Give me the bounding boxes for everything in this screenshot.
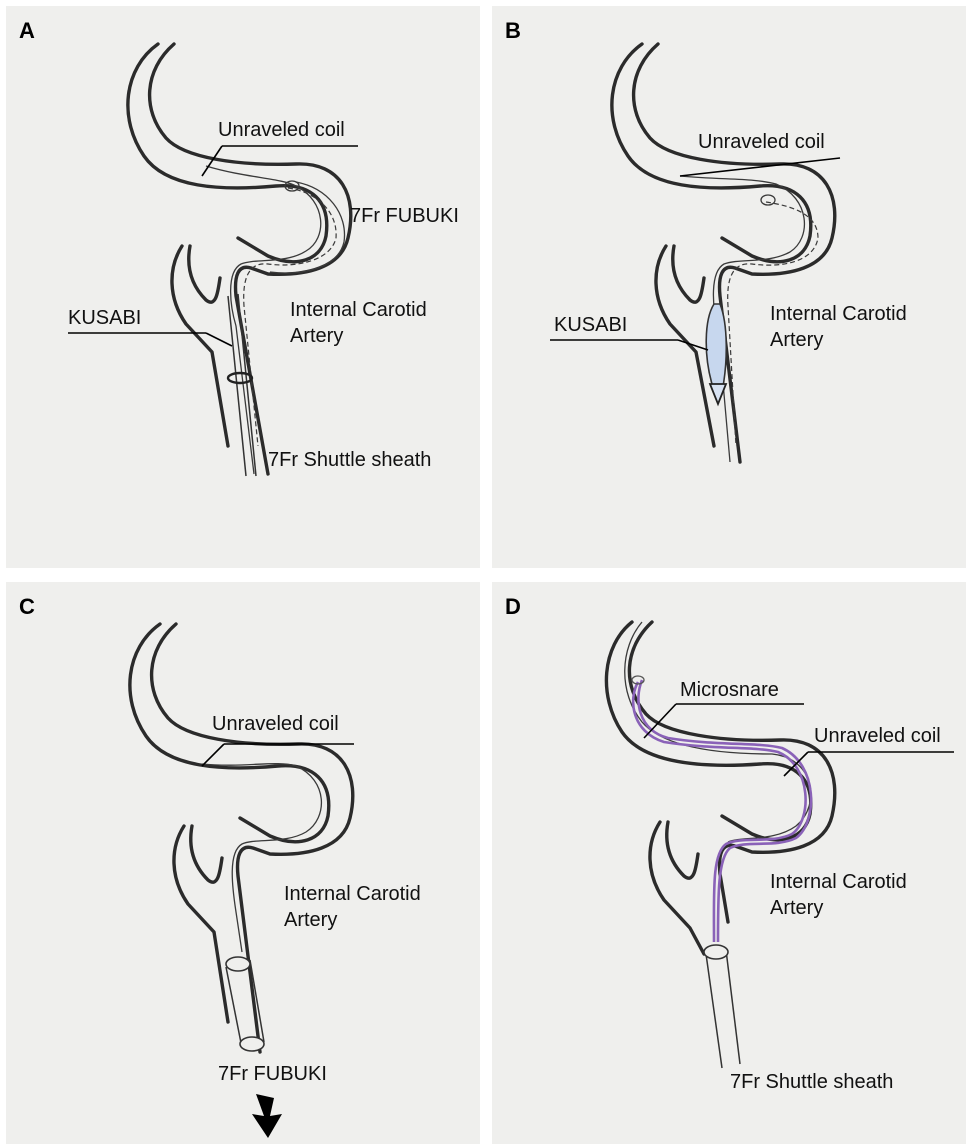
fubuki-distal-rim [240, 1037, 264, 1051]
label-ica-line1: Internal Carotid [284, 882, 421, 907]
vessel-branch-inner [673, 246, 704, 302]
label-microsnare: Microsnare [680, 678, 779, 703]
label-fubuki: 7Fr FUBUKI [350, 204, 459, 229]
panel-letter: C [19, 594, 35, 620]
panel-b: B Unraveled coil KUSABI Internal Carotid… [492, 6, 966, 568]
kusabi-balloon [228, 373, 252, 383]
label-sheath: 7Fr Shuttle sheath [730, 1070, 893, 1095]
panel-b-drawing [492, 6, 966, 568]
panel-a: A Unraveled coil 7Fr FUBUKI KUSABI Inter… [6, 6, 480, 568]
label-ica-line2: Artery [770, 896, 823, 921]
vessel-inner-wall [152, 624, 353, 1052]
fubuki-left-wall [226, 967, 242, 1048]
panel-letter: B [505, 18, 521, 44]
panel-c-drawing [6, 582, 480, 1144]
label-ica-line2: Artery [284, 908, 337, 933]
leader-coil [202, 744, 224, 766]
vessel-branch-wall [650, 822, 704, 954]
vessel-branch-inner [191, 826, 222, 882]
fubuki-tip [761, 195, 775, 205]
label-unraveled-coil: Unraveled coil [814, 724, 941, 749]
sheath-rim [704, 945, 728, 959]
vessel-outer-wall [606, 622, 810, 840]
panel-a-drawing [6, 6, 480, 568]
panel-d-drawing [492, 582, 966, 1144]
kusabi-balloon [706, 304, 726, 392]
leader-kusabi [206, 333, 232, 346]
vessel-branch-wall [656, 246, 714, 446]
vessel-branch-wall [174, 826, 228, 1022]
label-sheath: 7Fr Shuttle sheath [268, 448, 431, 473]
sheath-left-wall [706, 954, 722, 1068]
label-kusabi: KUSABI [68, 306, 141, 331]
label-unraveled-coil: Unraveled coil [698, 130, 825, 155]
panel-letter: A [19, 18, 35, 44]
panel-c: C Unraveled coil Internal Carotid Artery… [6, 582, 480, 1144]
label-unraveled-coil: Unraveled coil [212, 712, 339, 737]
fubuki-proximal-rim [226, 957, 250, 971]
vessel-branch-inner [189, 246, 220, 302]
label-ica-line1: Internal Carotid [770, 870, 907, 895]
panel-letter: D [505, 594, 521, 620]
vessel-branch-inner [667, 822, 698, 878]
label-ica-line2: Artery [290, 324, 343, 349]
label-ica-line1: Internal Carotid [290, 298, 427, 323]
panel-d: D Microsnare Unraveled coil Internal Car… [492, 582, 966, 1144]
leader-microsnare [644, 704, 676, 738]
pull-direction-arrow [252, 1094, 282, 1138]
label-kusabi: KUSABI [554, 313, 627, 338]
label-ica-line1: Internal Carotid [770, 302, 907, 327]
sheath-right-wall [726, 950, 740, 1064]
label-ica-line2: Artery [770, 328, 823, 353]
label-fubuki: 7Fr FUBUKI [218, 1062, 327, 1087]
label-unraveled-coil: Unraveled coil [218, 118, 345, 143]
vessel-outer-wall [128, 44, 327, 262]
vessel-branch-wall [172, 246, 228, 446]
